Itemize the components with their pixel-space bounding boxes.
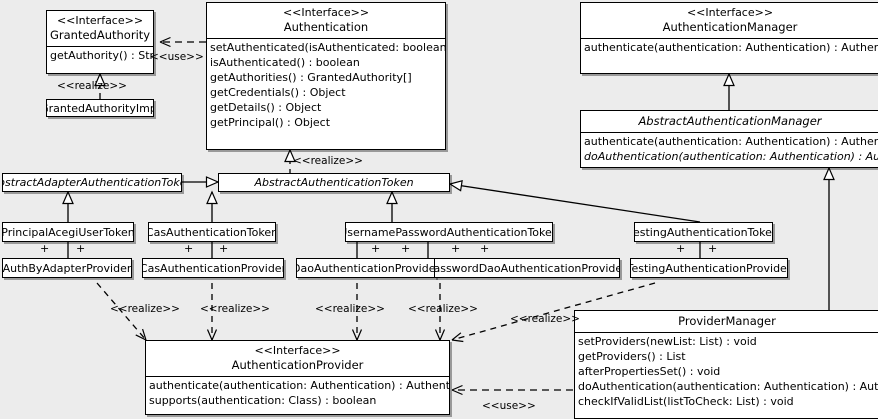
multiplicity-principalacegi-right: + — [76, 242, 86, 255]
multiplicity-castoken-left: + — [184, 242, 194, 255]
method: afterPropertiesSet() : void — [578, 365, 721, 378]
method-abstract: doAuthentication(authentication: Authent… — [584, 150, 878, 163]
class-abstract-authentication-manager[interactable]: AbstractAuthenticationManager authentica… — [580, 110, 878, 168]
method: getProviders() : List — [578, 350, 686, 363]
class-auth-by-adapter-provider[interactable]: AuthByAdapterProvider — [2, 258, 132, 278]
class-principal-acegi-user-token[interactable]: PrincipalAcegiUserToken — [2, 222, 134, 242]
class-name: AuthenticationProvider — [231, 358, 364, 372]
multiplicity-username-a-right: + — [401, 242, 411, 255]
label-realize-auth-by-adapter-provider: <<realize>> — [110, 303, 180, 315]
class-methods: authenticate(authentication: Authenticat… — [581, 132, 878, 165]
method: getAuthority() : String — [50, 49, 154, 62]
class-stereotype: <<Interface>> — [254, 344, 341, 357]
class-stereotype: <<Interface>> — [686, 6, 774, 19]
class-name: Authentication — [283, 20, 369, 34]
class-name: TestingAuthenticationProvider — [630, 261, 788, 275]
method: supports(authentication: Class) : boolea… — [149, 394, 377, 407]
method: setProviders(newList: List) : void — [578, 335, 757, 348]
link-generalize-testingauthenticationtoken — [448, 179, 701, 223]
method: getDetails() : Object — [210, 101, 322, 114]
class-username-password-authentication-token[interactable]: UsernamePasswordAuthenticationToken — [345, 222, 553, 242]
class-stereotype: <<Interface>> — [56, 14, 144, 27]
method: checkIfValidList(listToCheck: List) : vo… — [578, 395, 794, 408]
class-cas-authentication-provider[interactable]: CasAuthenticationProvider — [142, 258, 284, 278]
method: authenticate(authentication: Authenticat… — [584, 135, 878, 148]
method: authenticate(authentication: Authenticat… — [149, 379, 450, 392]
class-header: <<Interface>> GrantedAuthority — [47, 11, 153, 46]
class-abstract-authentication-token[interactable]: AbstractAuthenticationToken — [218, 173, 450, 192]
class-dao-authentication-provider[interactable]: DaoAuthenticationProvider — [296, 258, 436, 278]
class-testing-authentication-provider[interactable]: TestingAuthenticationProvider — [630, 258, 788, 278]
label-realize-cas-authentication-provider: <<realize>> — [200, 303, 270, 315]
label-realize-password-dao-authentication-provider: <<realize>> — [408, 303, 478, 315]
class-cas-authentication-token[interactable]: CasAuthenticationToken — [148, 222, 276, 242]
label-realize-dao-authentication-provider: <<realize>> — [315, 303, 385, 315]
method: doAuthentication(authentication: Authent… — [578, 380, 878, 393]
multiplicity-principalacegi-left: + — [40, 242, 50, 255]
class-authentication-provider[interactable]: <<Interface>> AuthenticationProvider aut… — [145, 340, 450, 415]
method: setAuthenticated(isAuthenticated: boolea… — [210, 41, 446, 54]
class-name: GrantedAuthority — [50, 28, 151, 42]
class-stereotype: <<Interface>> — [282, 6, 370, 19]
multiplicity-testingtoken-left: + — [676, 242, 686, 255]
label-use-granted-authority: <<use>> — [150, 51, 204, 63]
method: authenticate(authentication: Authenticat… — [584, 41, 878, 54]
class-name: AbstractAdapterAuthenticationToken — [3, 176, 181, 189]
class-name: ProviderManager — [678, 314, 776, 328]
class-header: <<Interface>> AuthenticationManager — [581, 3, 878, 38]
class-name: CasAuthenticationToken — [148, 225, 276, 239]
class-methods: getAuthority() : String — [47, 46, 153, 64]
class-header: ProviderManager — [575, 311, 878, 332]
multiplicity-username-a-left: + — [371, 242, 381, 255]
multiplicity-castoken-right: + — [219, 242, 229, 255]
multiplicity-username-b-left: + — [451, 242, 461, 255]
class-name: AbstractAuthenticationToken — [254, 176, 414, 189]
class-name: CasAuthenticationProvider — [142, 261, 284, 275]
class-methods: setAuthenticated(isAuthenticated: boolea… — [207, 38, 445, 131]
class-testing-authentication-token[interactable]: TestingAuthenticationToken — [634, 222, 773, 242]
label-realize-granted-authority-impl: <<realize>> — [57, 80, 127, 92]
class-password-dao-authentication-provider[interactable]: PasswordDaoAuthenticationProvider — [434, 258, 620, 278]
class-header: <<Interface>> AuthenticationProvider — [146, 341, 449, 376]
multiplicity-testingtoken-right: + — [708, 242, 718, 255]
class-granted-authority-impl[interactable]: GrantedAuthorityImpl — [46, 99, 154, 117]
class-name: AbstractAuthenticationManager — [638, 114, 822, 128]
class-name: AuthenticationManager — [662, 20, 798, 34]
class-abstract-adapter-authentication-token[interactable]: AbstractAdapterAuthenticationToken — [2, 173, 182, 192]
method: getPrincipal() : Object — [210, 116, 331, 129]
label-realize-testing-authentication-provider: <<realize>> — [510, 313, 580, 325]
class-name: UsernamePasswordAuthenticationToken — [345, 225, 553, 239]
class-authentication-manager[interactable]: <<Interface>> AuthenticationManager auth… — [580, 2, 878, 74]
multiplicity-username-b-right: + — [480, 242, 490, 255]
class-name: TestingAuthenticationToken — [634, 225, 773, 239]
class-name: DaoAuthenticationProvider — [296, 261, 436, 275]
label-use-provider-manager: <<use>> — [482, 400, 536, 412]
class-name: PrincipalAcegiUserToken — [2, 225, 134, 239]
label-realize-abstract-authentication-token: <<realize>> — [293, 155, 363, 167]
class-granted-authority[interactable]: <<Interface>> GrantedAuthority getAuthor… — [46, 10, 154, 74]
class-name: GrantedAuthorityImpl — [46, 101, 154, 115]
class-header: AbstractAuthenticationManager — [581, 111, 878, 132]
class-authentication[interactable]: <<Interface>> Authentication setAuthenti… — [206, 2, 446, 150]
class-provider-manager[interactable]: ProviderManager setProviders(newList: Li… — [574, 310, 878, 419]
method: getAuthorities() : GrantedAuthority[] — [210, 71, 412, 84]
class-header: <<Interface>> Authentication — [207, 3, 445, 38]
method: isAuthenticated() : boolean — [210, 56, 360, 69]
class-methods: authenticate(authentication: Authenticat… — [146, 376, 449, 409]
class-methods: setProviders(newList: List) : void getPr… — [575, 332, 878, 410]
class-name: PasswordDaoAuthenticationProvider — [434, 261, 620, 275]
method: getCredentials() : Object — [210, 86, 346, 99]
class-methods: authenticate(authentication: Authenticat… — [581, 38, 878, 56]
class-name: AuthByAdapterProvider — [2, 261, 132, 275]
